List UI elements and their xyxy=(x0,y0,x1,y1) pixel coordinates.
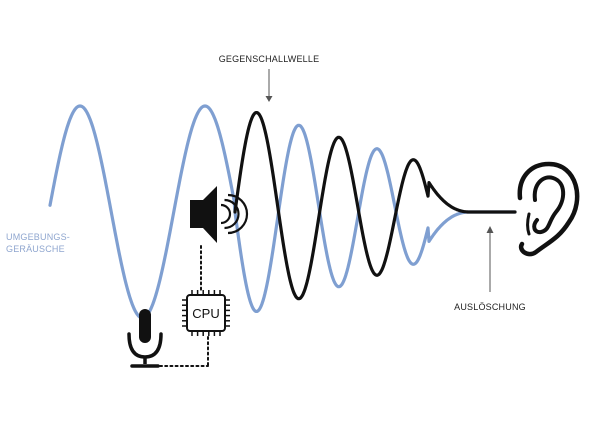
ambient-noise-label-line1: UMGEBUNGS- xyxy=(6,232,70,242)
cancellation-arrow xyxy=(486,226,494,292)
anti-noise-wave xyxy=(233,111,517,301)
cancellation-label: AUSLÖSCHUNG xyxy=(454,302,526,312)
ear-icon xyxy=(517,161,580,257)
cpu-chip-icon xyxy=(182,290,230,336)
anti-noise-arrow xyxy=(265,69,273,102)
signal-path xyxy=(159,245,209,367)
ambient-noise-wave xyxy=(48,104,517,320)
ambient-noise-label-line2: GERÄUSCHE xyxy=(6,244,65,254)
cpu-label: CPU xyxy=(192,306,219,321)
microphone-icon xyxy=(127,309,163,368)
anti-noise-wave-label: GEGENSCHALLWELLE xyxy=(219,54,320,64)
speaker-icon xyxy=(190,186,249,243)
